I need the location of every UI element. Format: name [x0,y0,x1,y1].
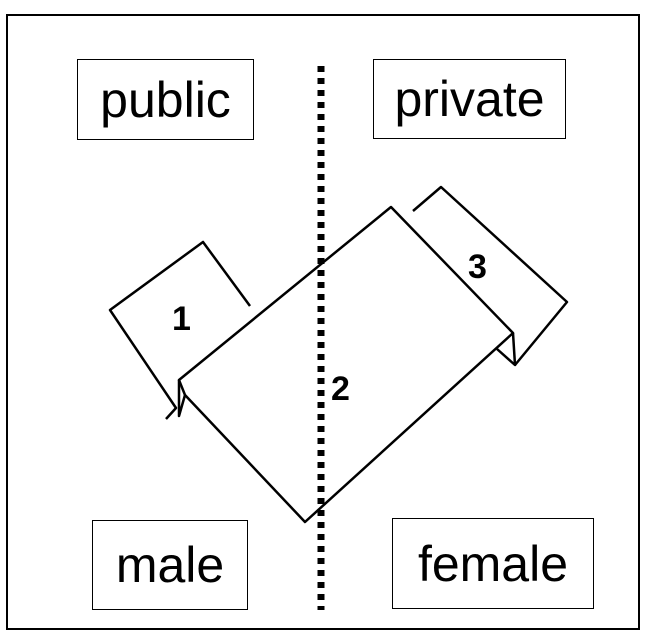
region-2-number: 2 [331,370,350,408]
public-label: public [100,71,231,128]
region-2-outline [177,205,515,524]
region-3-outline [412,185,569,366]
private-label: private [394,71,545,127]
private-label-box: private [373,59,566,139]
male-label-box: male [92,520,248,610]
region-1-outline [108,240,252,420]
left-fold-flap [177,380,187,418]
region-3-number: 3 [468,248,487,286]
region-1-number: 1 [172,300,191,338]
male-label: male [115,537,225,593]
right-fold-flap [496,332,517,367]
female-label-box: female [392,518,594,609]
female-label: female [417,535,569,592]
public-label-box: public [77,59,254,140]
